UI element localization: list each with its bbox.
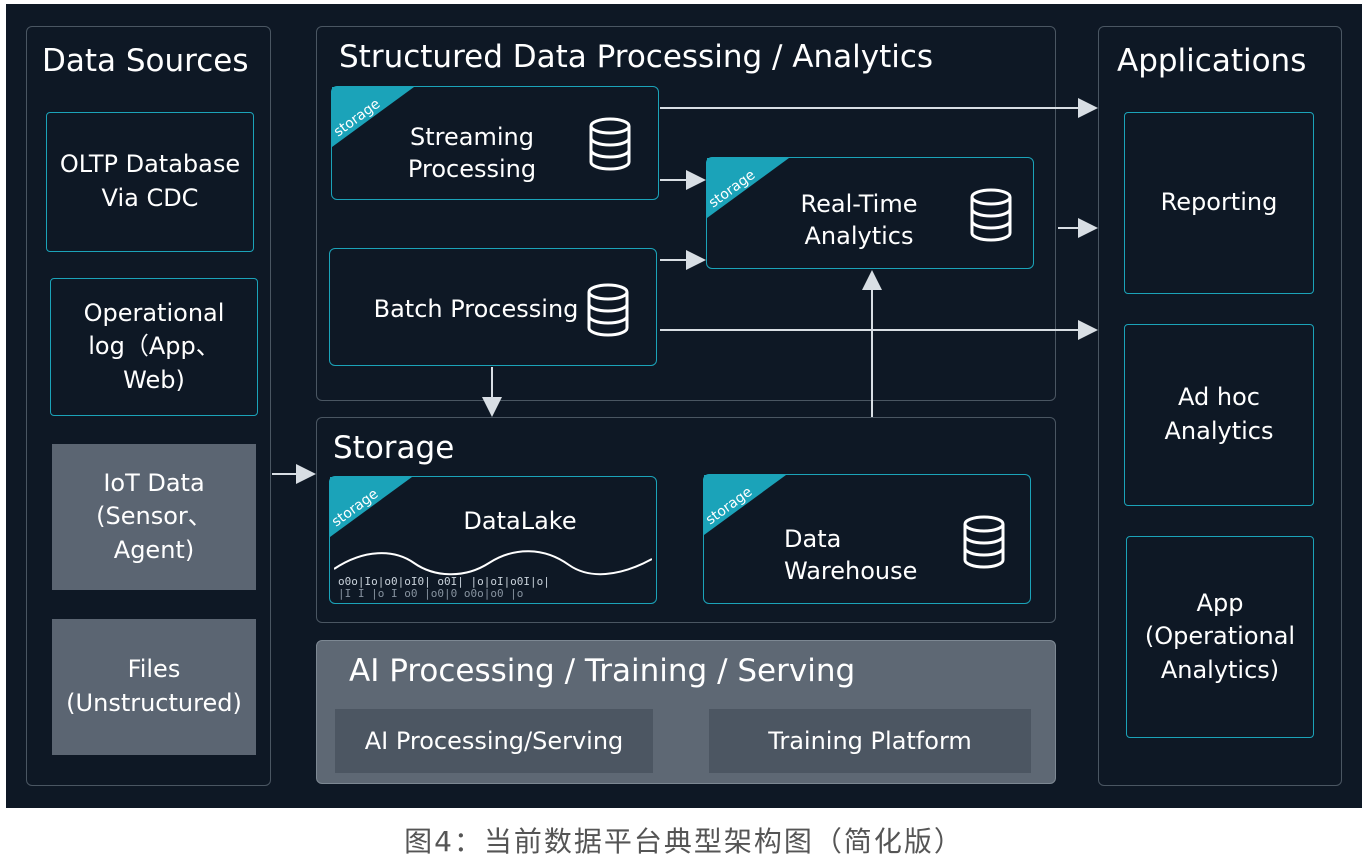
storage-ribbon: storage	[330, 477, 412, 537]
datalake-label: DataLake	[463, 507, 577, 535]
architecture-diagram: Data Sources OLTP Database Via CDC Opera…	[6, 4, 1362, 808]
structured-processing-title: Structured Data Processing / Analytics	[339, 39, 934, 75]
storage-ribbon: storage	[704, 475, 786, 535]
datalake-box: storage DataLake o0o|Io|o0|oI0| o0I| |o|…	[329, 476, 657, 604]
source-iot-data: IoT Data (Sensor、 Agent)	[52, 444, 256, 590]
storage-ribbon: storage	[707, 158, 789, 218]
database-icon	[587, 283, 629, 337]
applications-panel: Applications	[1098, 26, 1342, 786]
storage-panel: Storage	[316, 417, 1056, 623]
database-icon	[589, 117, 631, 171]
storage-ribbon: storage	[332, 87, 414, 147]
structured-processing-panel: Structured Data Processing / Analytics	[316, 26, 1056, 401]
realtime-analytics-label: Real-Time Analytics	[800, 190, 918, 251]
app-reporting: Reporting	[1124, 112, 1314, 294]
training-platform-box: Training Platform	[709, 709, 1031, 773]
ai-processing-panel: AI Processing / Training / Serving AI Pr…	[316, 640, 1056, 784]
source-files: Files (Unstructured)	[52, 619, 256, 755]
database-icon	[963, 515, 1005, 569]
svg-text:o0o|Io|o0|oI0| o0I| |o|oI|o0I|: o0o|Io|o0|oI0| o0I| |o|oI|o0I|o|	[338, 575, 550, 588]
ai-processing-title: AI Processing / Training / Serving	[349, 653, 856, 689]
data-sources-title: Data Sources	[42, 43, 249, 79]
realtime-analytics-box: storage Real-Time Analytics	[706, 157, 1034, 269]
data-warehouse-label: Data Warehouse	[784, 525, 918, 586]
datalake-wave-graphic: o0o|Io|o0|oI0| o0I| |o|oI|o0I|o| |I I |o…	[334, 550, 652, 600]
figure-caption: 图4：当前数据平台典型架构图（简化版）	[404, 825, 964, 858]
storage-title: Storage	[333, 430, 455, 466]
ai-serving-box: AI Processing/Serving	[335, 709, 653, 773]
streaming-processing-label: Streaming Processing	[407, 123, 537, 184]
app-adhoc-analytics: Ad hoc Analytics	[1124, 324, 1314, 506]
app-operational-analytics: App (Operational Analytics)	[1126, 536, 1314, 738]
batch-processing-label: Batch Processing	[373, 295, 579, 323]
streaming-processing-box: storage Streaming Processing	[331, 86, 659, 200]
source-oltp-database: OLTP Database Via CDC	[46, 112, 254, 252]
database-icon	[970, 188, 1012, 242]
data-warehouse-box: storage Data Warehouse	[703, 474, 1031, 604]
applications-title: Applications	[1117, 43, 1307, 79]
source-operational-log: Operational log（App、 Web)	[50, 278, 258, 416]
svg-text:|I I |o I o0 |o0|0 o0o|o0: |I I |o I o0 |o0|0 o0o|o0 |o	[338, 587, 523, 600]
batch-processing-box: Batch Processing	[329, 248, 657, 366]
data-sources-panel: Data Sources	[26, 26, 271, 786]
